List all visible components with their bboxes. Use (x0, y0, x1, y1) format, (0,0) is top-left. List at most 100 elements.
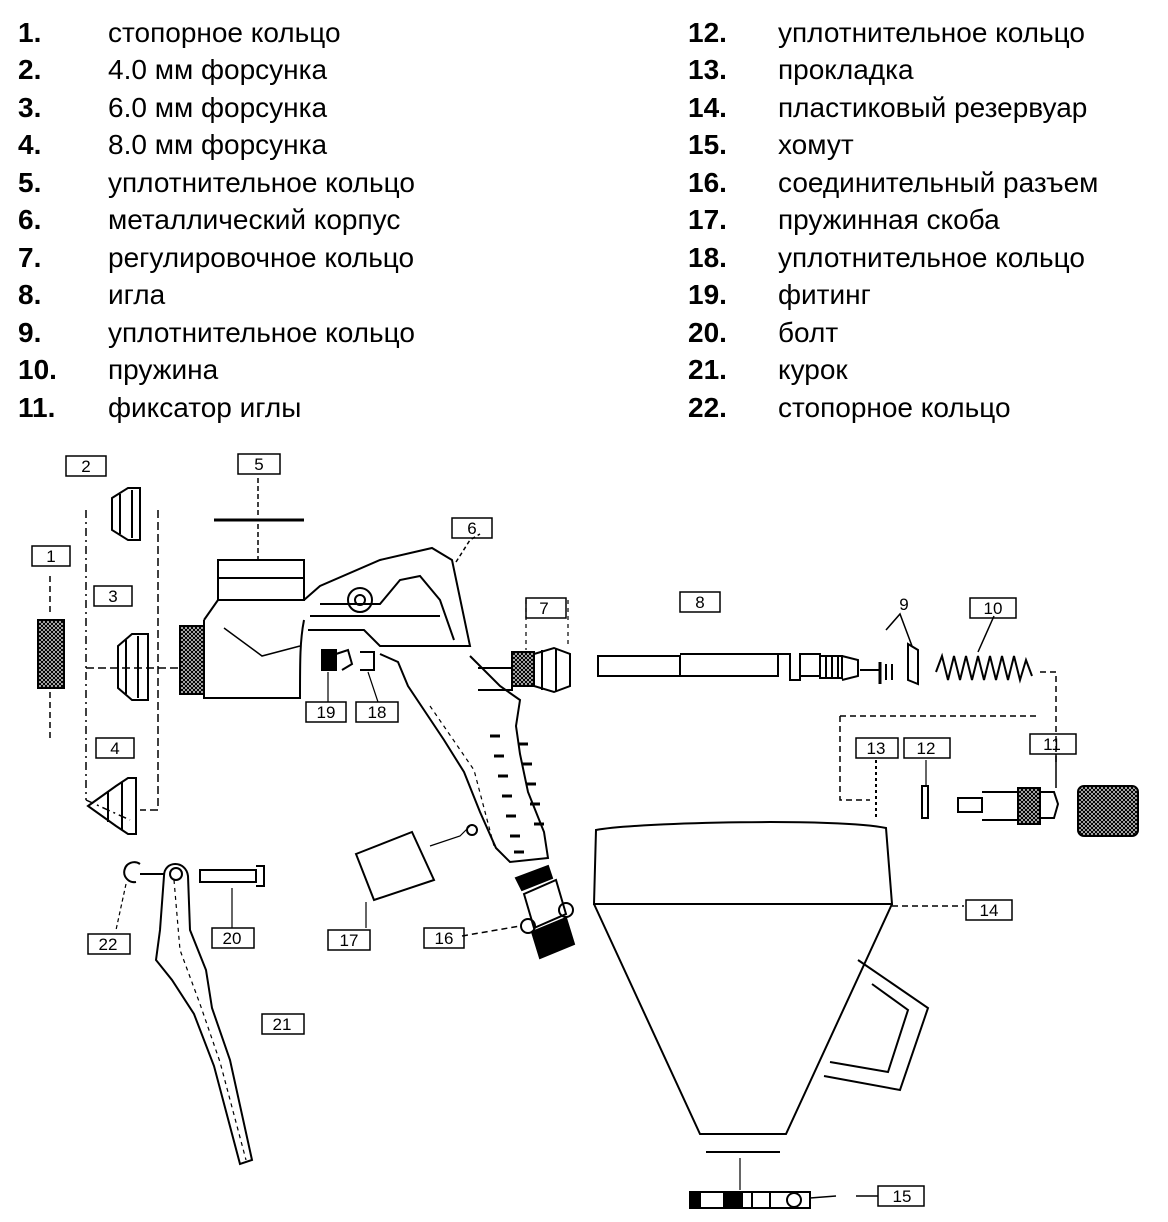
legend-item: 1. стопорное кольцо (18, 14, 658, 52)
svg-text:5: 5 (254, 455, 263, 474)
spring-clip-part-17 (354, 830, 436, 902)
parts-legend: 1.стопорное кольцо 2.4.0 мм форсунка 3.6… (0, 0, 1168, 440)
svg-text:21: 21 (273, 1015, 292, 1034)
legend-number: 20. (688, 316, 727, 348)
legend-column-left: 1.стопорное кольцо 2.4.0 мм форсунка 3.6… (18, 14, 658, 427)
legend-number: 8. (18, 279, 42, 311)
svg-text:8: 8 (695, 593, 704, 612)
legend-item: 9. уплотнительное кольцо (18, 314, 658, 352)
callout-20: 20 (211, 927, 255, 949)
legend-label: фиксатор иглы (108, 391, 302, 423)
callout-15: 15 (877, 1185, 925, 1207)
legend-label: курок (778, 354, 848, 386)
legend-item: 16. соединительный разъем (688, 164, 1158, 202)
needle-part-8 (597, 653, 859, 681)
legend-label: прокладка (778, 54, 914, 86)
legend-number: 11. (18, 391, 56, 423)
fitting-body (335, 648, 354, 671)
legend-label: пружинная скоба (778, 204, 1000, 236)
svg-text:10: 10 (984, 599, 1003, 618)
callout-10: 10 (969, 597, 1017, 619)
nozzle-seat (179, 625, 205, 695)
legend-number: 19. (688, 279, 727, 311)
legend-number: 9. (18, 316, 42, 348)
svg-text:13: 13 (867, 739, 886, 758)
legend-item: 14.пластиковый резервуар (688, 89, 1158, 127)
legend-label: стопорное кольцо (108, 16, 341, 48)
handle-grip (490, 734, 544, 854)
retaining-ring-part-1 (37, 619, 65, 689)
legend-item: 4. 8.0 мм форсунка (18, 127, 658, 165)
spring-part-10 (935, 652, 1033, 684)
adjusting-ring-part-7 (478, 646, 571, 694)
callout-19: 19 (305, 701, 347, 723)
legend-item: 19. фитинг (688, 277, 1158, 315)
fitting-part-19 (321, 649, 337, 671)
legend-label: металлический корпус (108, 204, 401, 236)
callout-14: 14 (965, 899, 1013, 921)
legend-number: 18. (688, 241, 727, 273)
legend-number: 13. (688, 54, 727, 86)
legend-item: 12.уплотнительное кольцо (688, 14, 1158, 52)
legend-item: 17.пружинная скоба (688, 202, 1158, 240)
legend-label: пружина (108, 354, 219, 386)
legend-item: 18. уплотнительное кольцо (688, 239, 1158, 277)
svg-text:22: 22 (99, 935, 118, 954)
callout-9: 9 (899, 595, 908, 614)
callout-2: 2 (65, 455, 107, 477)
legend-item: 5.уплотнительное кольцо (18, 164, 658, 202)
legend-number: 4. (18, 129, 42, 161)
legend-number: 2. (18, 54, 42, 86)
callout-7: 7 (525, 597, 567, 619)
nozzle-4mm-part-2 (111, 487, 141, 541)
callout-16: 16 (423, 927, 465, 949)
legend-label: фитинг (778, 279, 871, 311)
callout-1: 1 (31, 545, 71, 567)
svg-text:20: 20 (223, 929, 242, 948)
legend-label: соединительный разъем (778, 166, 1099, 198)
callout-22: 22 (87, 933, 131, 955)
svg-text:12: 12 (917, 739, 936, 758)
legend-number: 10. (18, 354, 57, 386)
legend-item: 15.хомут (688, 127, 1158, 165)
legend-label: 8.0 мм форсунка (108, 129, 328, 161)
legend-number: 15. (688, 129, 727, 161)
legend-item: 7.регулировочное кольцо (18, 239, 658, 277)
legend-number: 12. (688, 16, 727, 48)
legend-item: 13. прокладка (688, 52, 1158, 90)
legend-item: 22.стопорное кольцо (688, 389, 1158, 427)
callout-4: 4 (95, 737, 135, 759)
legend-label: игла (108, 279, 166, 311)
legend-label: пластиковый резервуар (778, 91, 1088, 123)
svg-text:3: 3 (108, 587, 117, 606)
legend-label: стопорное кольцо (778, 391, 1011, 423)
trigger-part-21 (140, 863, 254, 1166)
legend-item: 21. курок (688, 352, 1158, 390)
legend-label: уплотнительное кольцо (108, 166, 415, 198)
callout-18: 18 (355, 701, 399, 723)
callout-8: 8 (679, 591, 721, 613)
svg-text:11: 11 (1043, 735, 1061, 754)
nozzle-6mm-part-3 (117, 633, 149, 701)
svg-text:1: 1 (46, 547, 55, 566)
callout-17: 17 (327, 929, 371, 951)
legend-number: 6. (18, 204, 42, 236)
callout-21: 21 (261, 1013, 305, 1035)
svg-text:17: 17 (340, 931, 359, 950)
svg-text:6: 6 (467, 519, 476, 538)
o-ring-part-18 (360, 651, 375, 671)
legend-number: 16. (688, 166, 727, 198)
svg-text:16: 16 (435, 929, 454, 948)
legend-item: 20. болт (688, 314, 1158, 352)
legend-label: уплотнительное кольцо (108, 316, 415, 348)
legend-label: болт (778, 316, 839, 348)
legend-column-right: 12.уплотнительное кольцо 13.прокладка 14… (688, 14, 1158, 427)
legend-item: 8. игла (18, 277, 658, 315)
exploded-view-diagram: 1 2 3 4 5 6 7 8 9 10 11 12 13 14 15 16 1… (31, 453, 1139, 1209)
svg-text:15: 15 (893, 1187, 912, 1206)
legend-label: уплотнительное кольцо (778, 241, 1085, 273)
callout-13: 13 (855, 737, 899, 759)
legend-number: 21. (688, 354, 727, 386)
legend-number: 1. (18, 16, 42, 48)
legend-item: 11. фиксатор иглы (18, 389, 658, 427)
